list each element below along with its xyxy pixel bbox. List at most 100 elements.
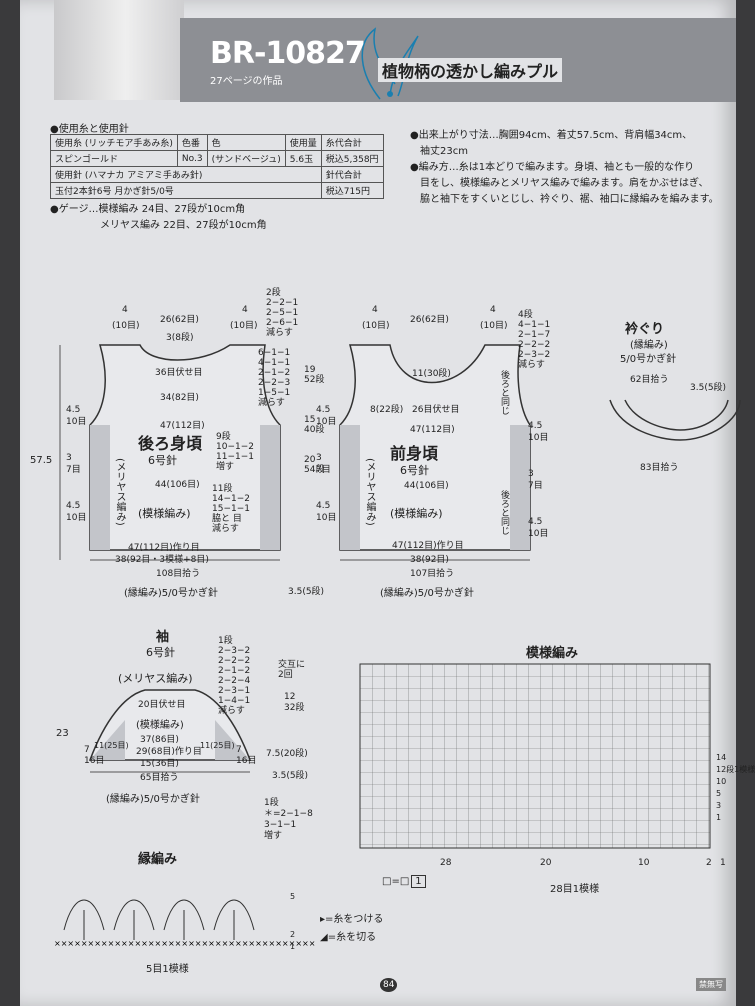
sleeve-dim: 29(68目)作り目 xyxy=(136,747,202,757)
front-dim: 107目拾う xyxy=(410,569,455,579)
front-dim: 47(112目)作り目 xyxy=(392,541,464,551)
back-dim: 47(112目)作り目 xyxy=(128,543,200,553)
sleeve-pattern1: (メリヤス編み) xyxy=(118,672,193,685)
needle-price-header: 針代合計 xyxy=(320,166,384,183)
col-header: 色番 xyxy=(176,134,208,151)
front-dim: (10目) xyxy=(480,321,508,331)
needle-price: 税込715円 xyxy=(320,182,384,199)
sleeve-length: 23 xyxy=(56,728,69,739)
front-needle: 6号針 xyxy=(400,464,429,477)
garment-photo xyxy=(54,0,184,100)
back-outline xyxy=(89,344,281,551)
pattern-page: BR-10827 27ページの作品 植物柄の透かし編みプル ●使用糸と使用針 使… xyxy=(20,0,755,1006)
gauge-line1: ●ゲージ…模様編み 24目、27段が10cm角 xyxy=(50,204,246,215)
sleeve-vert: 3.5(5段) xyxy=(272,771,309,781)
yarn-color-no: No.3 xyxy=(176,150,208,167)
edging-row: 1 xyxy=(290,942,296,951)
col-header: 糸代合計 xyxy=(320,134,384,151)
front-dim: 47(112目) xyxy=(410,425,455,435)
back-needle: 6号針 xyxy=(148,454,177,467)
method-line3: 脇と袖下をすくいとじし、衿ぐり、裾、袖口に縁編みを編みます。 xyxy=(420,194,719,205)
back-dim: 4 xyxy=(122,305,128,315)
sleeve-pattern2: (模様編み) xyxy=(136,720,184,731)
yarn-color: (サンドベージュ) xyxy=(206,150,286,167)
front-dim: 38(92目) xyxy=(410,555,449,565)
col-header: 使用量 xyxy=(284,134,322,151)
back-dim: (10目) xyxy=(112,321,140,331)
front-side-shading xyxy=(340,425,530,550)
finished-size-2: 袖丈23cm xyxy=(420,146,468,157)
pattern-code: BR-10827 xyxy=(210,36,366,71)
page-number: 84 xyxy=(380,978,398,992)
chart-col: 2 xyxy=(706,858,712,868)
back-dim: 108目拾う xyxy=(156,569,201,579)
back-dim: 3(8段) xyxy=(166,333,194,343)
back-dim: 34(82目) xyxy=(160,393,199,403)
back-title: 後ろ身頃 xyxy=(138,434,203,453)
pattern-title: 植物柄の透かし編みプル xyxy=(378,58,563,82)
back-dim: 38(92目・3模様+8目) xyxy=(115,555,209,565)
needle-name: 玉付2本針6号 月かぎ針5/0号 xyxy=(50,182,322,199)
hem-rows: 3.5(5段) xyxy=(288,587,325,597)
chart-col: 1 xyxy=(720,858,726,868)
back-dim: (10目) xyxy=(230,321,258,331)
front-outline xyxy=(339,344,531,551)
front-dim: 26目伏せ目 xyxy=(412,405,460,415)
stitch-chart xyxy=(359,663,711,849)
collar-rows: 3.5(5段) xyxy=(690,383,727,393)
edging-label: 5目1模様 xyxy=(146,964,189,975)
front-stockinette: (メリヤス編み) xyxy=(364,458,375,526)
edging-row: 2 xyxy=(290,930,296,939)
back-edge-label: (縁編み)5/0号かぎ針 xyxy=(124,588,218,599)
collar-pick1: 62目拾う xyxy=(630,375,669,385)
method-line2: 目をし、模様編みとメリヤス編みで編みます。肩をかぶせはぎ、 xyxy=(420,178,709,189)
sleeve-outline xyxy=(88,689,252,773)
back-dim: 44(106目) xyxy=(155,480,200,490)
chart-title: 模様編み xyxy=(526,646,579,661)
collar-title: 衿ぐり xyxy=(625,322,665,337)
edging-chart: ××××××××××××××××××××××××××××××××××××××× xyxy=(54,899,315,948)
collar-sub: (縁編み) xyxy=(630,340,668,351)
front-dim: (10目) xyxy=(362,321,390,331)
chart-col: 28 xyxy=(440,858,452,868)
chart-bottom-label: 28目1模様 xyxy=(550,884,600,895)
front-side-note: 後ろと同じ xyxy=(499,370,509,415)
method-line1: ●編み方…糸は1本どりで編みます。身頃、袖とも一般的な作り xyxy=(410,162,695,173)
footer-tag: 禁無写 xyxy=(696,978,726,991)
collar-pick2: 83目拾う xyxy=(640,463,679,473)
sleeve-top: 20目伏せ目 xyxy=(138,700,186,710)
edging-key1: ▸=糸をつける xyxy=(320,914,384,925)
sleeve-edge-label: (縁編み)5/0号かぎ針 xyxy=(106,794,200,805)
sleeve-vert: 7.5(20段) xyxy=(266,749,308,759)
body-diagrams xyxy=(59,344,741,561)
front-dim: 11(30段) xyxy=(412,369,451,379)
chart-col: 10 xyxy=(638,858,650,868)
total-length: 57.5 xyxy=(30,455,53,466)
front-pattern: (模様編み) xyxy=(390,507,443,520)
page-note: 27ページの作品 xyxy=(210,76,283,87)
col-header: 使用糸 (リッチモア手あみ糸) xyxy=(50,134,178,151)
sleeve-dim: 65目拾う xyxy=(140,773,179,783)
edging-title: 縁編み xyxy=(138,852,178,867)
sleeve-dim: 11(25目) xyxy=(200,741,235,750)
back-dim: 4 xyxy=(242,305,248,315)
front-dim: 8(22段) xyxy=(370,405,404,415)
front-title: 前身頃 xyxy=(390,444,439,463)
sleeve-dim: 15(36目) xyxy=(140,759,179,769)
yarn-price: 税込5,358円 xyxy=(320,150,384,167)
materials-table: 使用糸 (リッチモア手あみ糸) 色番 色 使用量 糸代合計 スピンゴールド No… xyxy=(50,134,384,199)
chart-col: 20 xyxy=(540,858,552,868)
yarn-name: スピンゴールド xyxy=(50,150,178,167)
back-pattern: (模様編み) xyxy=(138,507,191,520)
materials-heading: ●使用糸と使用針 xyxy=(50,124,129,135)
sleeve-dim: 11(25目) xyxy=(94,741,129,750)
